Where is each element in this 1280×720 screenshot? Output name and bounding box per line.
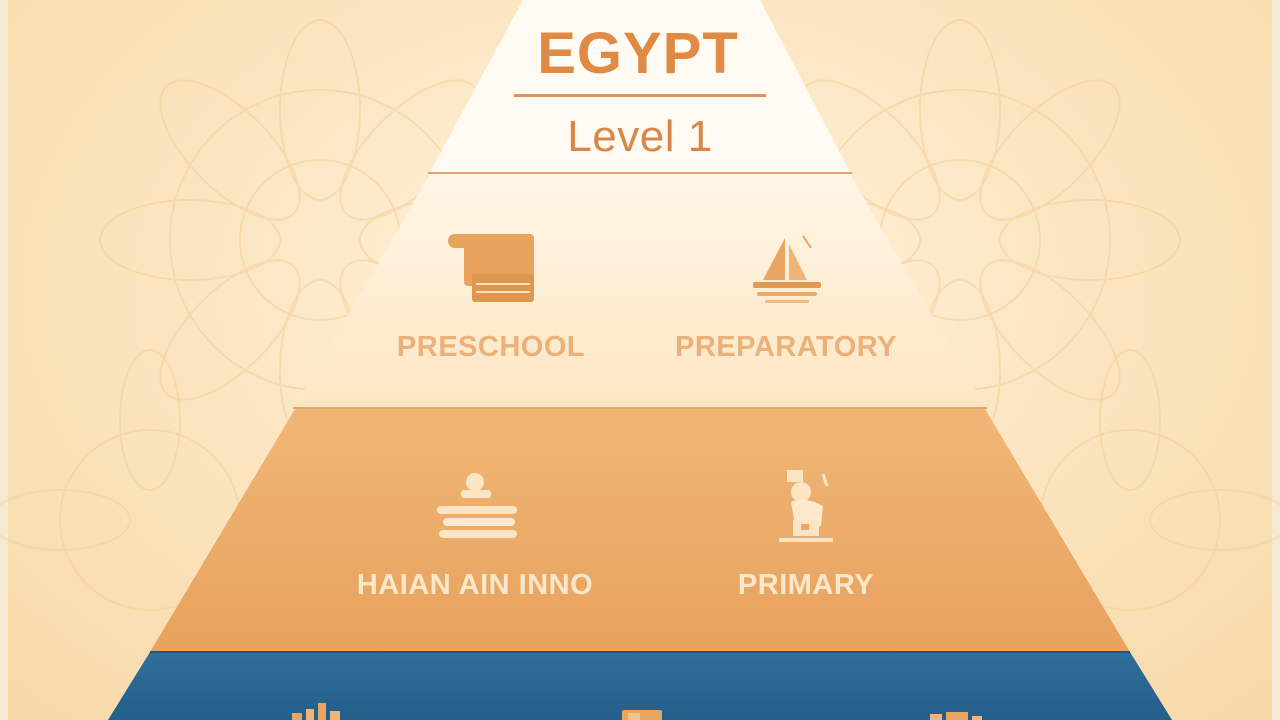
tablet-icon	[622, 710, 662, 720]
tier-top	[430, 0, 850, 172]
left-border	[0, 0, 8, 720]
tools-icon	[930, 712, 982, 720]
page-subtitle: Level 1	[567, 112, 713, 161]
temple-icon	[292, 703, 340, 720]
stacked-books-icon	[437, 473, 517, 538]
sailboat-icon	[753, 235, 821, 303]
tier2-label-left: PRESCHOOL	[396, 331, 586, 363]
right-border	[1272, 0, 1280, 720]
tier2-label-right: PREPARATORY	[675, 331, 897, 363]
mandala-lower-left	[0, 349, 241, 611]
tier3-label-left: HAIAN AIN INNO	[356, 569, 594, 601]
scholar-figure-icon	[779, 470, 833, 542]
scroll-book-icon	[448, 234, 534, 302]
tier-base	[108, 652, 1172, 720]
tier3-label-right: PRIMARY	[737, 569, 875, 601]
title-divider	[514, 94, 766, 97]
tier-second	[295, 174, 985, 407]
page-title: EGYPT	[537, 21, 739, 86]
tier-third	[150, 409, 1130, 652]
